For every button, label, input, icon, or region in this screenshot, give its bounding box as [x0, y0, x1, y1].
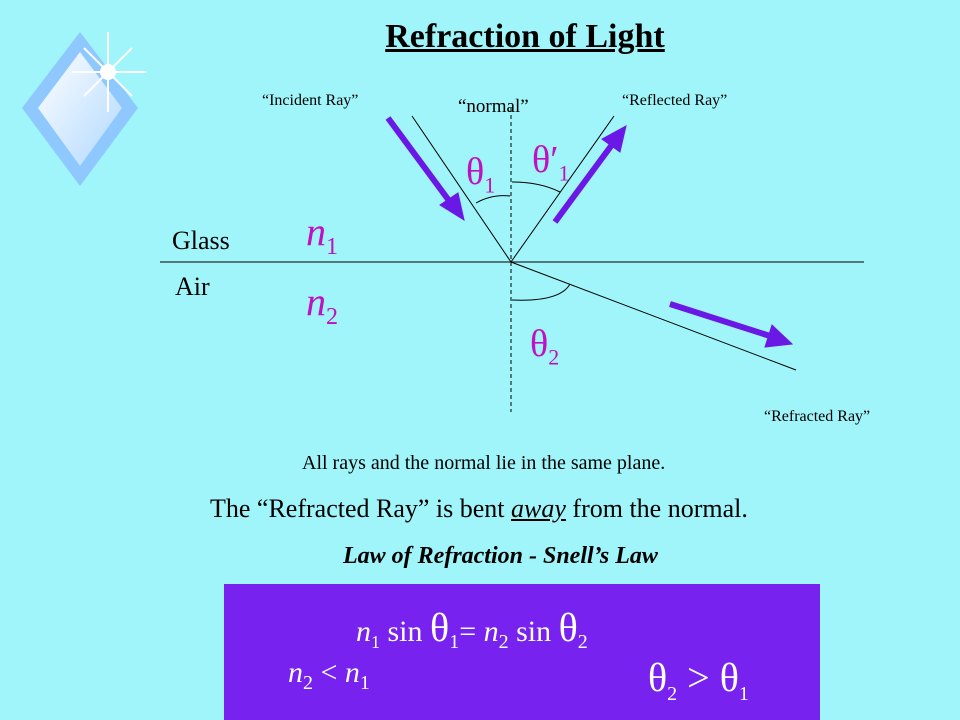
law-heading: Law of Refraction - Snell’s Law — [343, 543, 658, 569]
air-label: Air — [175, 272, 210, 301]
index-inequality: n2 < n1 — [288, 656, 370, 694]
normal-label: “normal” — [458, 96, 529, 117]
theta1-prime-arc — [511, 181, 561, 193]
snells-law-equation: n1 sin θ1= n2 sin θ2 — [356, 605, 588, 653]
incident-ray-label: “Incident Ray” — [262, 92, 359, 109]
bent-note: The “Refracted Ray” is bent away from th… — [210, 494, 748, 523]
glass-label: Glass — [172, 226, 230, 255]
theta1-symbol: θ1 — [466, 151, 496, 198]
refracted-arrow — [669, 301, 771, 339]
theta1-arc — [475, 195, 511, 204]
theta2-symbol: θ2 — [530, 323, 560, 370]
plane-note: All rays and the normal lie in the same … — [302, 452, 666, 474]
refracted-ray-line — [510, 261, 797, 371]
reflected-ray-label: “Reflected Ray” — [622, 92, 728, 109]
theta1-prime-symbol: θ′1 — [532, 139, 570, 186]
n1-symbol: n1 — [306, 209, 338, 260]
reflected-ray-line — [510, 115, 615, 263]
incident-ray-line — [411, 115, 512, 263]
snells-law-box: n1 sin θ1= n2 sin θ2 n2 < n1 θ2 > θ1 — [224, 584, 820, 720]
incident-arrow — [385, 116, 453, 204]
refracted-ray-label: “Refracted Ray” — [764, 408, 871, 425]
theta2-arc — [511, 283, 571, 301]
page-title: Refraction of Light — [385, 18, 665, 55]
n2-symbol: n2 — [306, 279, 338, 330]
reflected-arrow — [552, 140, 617, 224]
angle-inequality: θ2 > θ1 — [648, 655, 749, 705]
